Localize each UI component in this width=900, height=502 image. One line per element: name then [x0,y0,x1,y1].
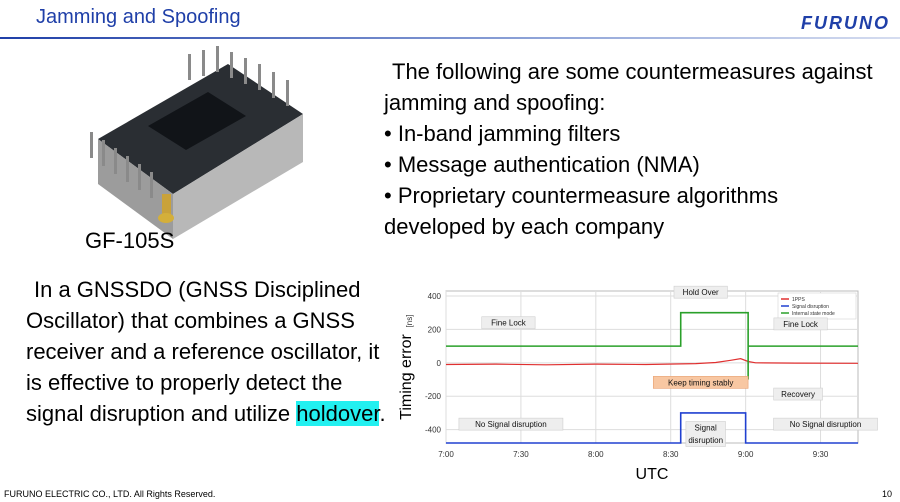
product-label: GF-105S [85,228,175,253]
annotation-box [652,376,749,389]
y-tick-label: 400 [428,292,442,301]
chart-annotation: No Signal disruption [790,420,862,429]
x-tick-label: 7:00 [438,450,454,459]
legend-entry: 1PPS [792,297,805,303]
annotation-box [773,387,823,401]
y-axis-label: Timing error [398,334,415,420]
gnssdo-text: In a GNSSDO (GNSS Disciplined Oscillator… [26,277,380,426]
x-tick-label: 9:30 [813,450,829,459]
chart-annotation: Recovery [781,390,815,399]
gnssdo-text-end: . [379,401,386,426]
y-tick-label: -400 [425,426,442,435]
list-item: Message authentication (NMA) [384,149,884,180]
annotation-box [481,316,536,330]
gnssdo-paragraph: In a GNSSDO (GNSS Disciplined Oscillator… [26,274,396,429]
countermeasures-block: The following are some countermeasures a… [384,56,884,242]
x-tick-label: 7:30 [513,450,529,459]
product-photo [90,46,303,239]
y-tick-label: -200 [425,392,442,401]
annotation-box [673,285,728,299]
series-line-1pps [445,358,859,366]
chart-annotation: Signal [695,423,717,432]
holdover-highlight: holdover [296,401,380,426]
title-divider [0,37,900,39]
countermeasures-intro: The following are some countermeasures a… [384,59,873,115]
x-axis-label: UTC [636,466,669,483]
countermeasures-list: In-band jamming filters Message authenti… [384,118,884,242]
chart-annotation: disruption [688,436,723,445]
y-tick-label: 0 [437,359,442,368]
slide-title: Jamming and Spoofing [36,6,241,28]
y-tick-label: 200 [428,325,442,334]
timing-error-chart: 400 200 0 -200 -400 7:00 7:30 8:00 8:30 9:00 9:30 1… [398,285,878,483]
legend-box [777,292,857,320]
x-tick-label: 9:00 [738,450,754,459]
legend-entry: Signal disruption [792,304,829,310]
list-item: Proprietary countermeasure algorithms de… [384,180,884,242]
page-number: 10 [881,489,892,499]
brand-logo: FURUNO [801,13,890,33]
x-tick-label: 8:30 [663,450,679,459]
annotation-box [458,417,564,431]
series-line-internal-state-mode [446,311,858,380]
series-line-signal-disruption [446,412,858,444]
footer-copyright: FURUNO ELECTRIC CO., LTD. All Rights Res… [4,489,216,499]
annotation-box [773,317,828,331]
chart-annotation: Keep timing stably [668,378,733,387]
chart-annotation: No Signal disruption [475,420,547,429]
chart-annotation: Hold Over [683,288,719,297]
x-tick-label: 8:00 [588,450,604,459]
list-item: In-band jamming filters [384,118,884,149]
chart-annotation: Fine Lock [783,320,819,329]
legend-entry: Internal state mode [792,311,835,317]
annotation-box [685,421,726,447]
annotation-box [773,417,878,431]
chart-annotation: Fine Lock [491,319,527,328]
y-axis-unit: [ns] [405,315,414,328]
